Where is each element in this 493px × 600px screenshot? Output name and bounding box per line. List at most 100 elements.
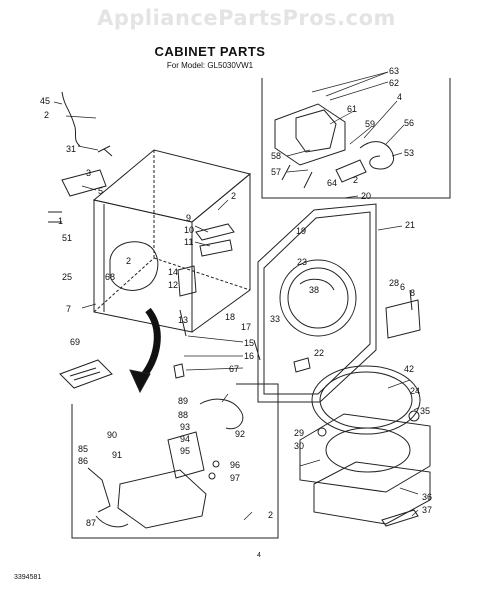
callout-21: 21 <box>405 220 415 230</box>
door-handle-37 <box>381 509 419 527</box>
callout-96: 96 <box>230 460 240 470</box>
callout-85: 85 <box>78 444 88 454</box>
callout-90: 90 <box>107 430 117 440</box>
callout-64: 64 <box>327 178 337 188</box>
front-panel <box>257 203 377 403</box>
terminal-97 <box>208 472 216 480</box>
callout-19: 19 <box>296 226 306 236</box>
callout-7: 7 <box>66 304 71 314</box>
callout-59: 59 <box>365 119 375 129</box>
callout-33: 33 <box>270 314 280 324</box>
callout-95: 95 <box>180 446 190 456</box>
heater-element <box>359 141 394 170</box>
callout-30: 30 <box>294 441 304 451</box>
callout-15: 15 <box>244 338 254 348</box>
callout-2-bottom: 2 <box>268 510 273 520</box>
callout-31: 31 <box>66 144 76 154</box>
callout-18: 18 <box>225 312 235 322</box>
callout-35: 35 <box>420 406 430 416</box>
callout-58: 58 <box>271 151 281 161</box>
screw-31 <box>97 145 113 157</box>
model-subtitle: For Model: GL5030VW1 <box>166 61 254 70</box>
callout-67: 67 <box>229 364 239 374</box>
terminal-96 <box>212 460 220 468</box>
cabinet-top-edge <box>92 149 252 223</box>
callout-20: 20 <box>361 191 371 201</box>
callout-2-box: 2 <box>231 191 236 201</box>
callout-53: 53 <box>404 148 414 158</box>
callout-93: 93 <box>180 422 190 432</box>
callout-92: 92 <box>235 429 245 439</box>
callout-62: 62 <box>389 78 399 88</box>
cabinet-front-face <box>93 199 193 333</box>
callout-29: 29 <box>294 428 304 438</box>
door-opening <box>279 259 357 337</box>
bracket-9 <box>195 223 235 241</box>
callout-1: 1 <box>58 216 63 226</box>
door-inner-panel <box>313 461 431 525</box>
callout-14: 14 <box>168 267 178 277</box>
motor-inset-border <box>71 383 279 539</box>
timer-bracket <box>274 103 346 166</box>
callout-69: 69 <box>70 337 80 347</box>
callout-42: 42 <box>404 364 414 374</box>
bracket-3 <box>61 169 107 197</box>
callout-2-mid: 2 <box>126 256 131 266</box>
belt-87 <box>95 515 129 528</box>
callout-37: 37 <box>422 505 432 515</box>
callout-61: 61 <box>347 104 357 114</box>
callout-12: 12 <box>168 280 178 290</box>
diagram-title: CABINET PARTS <box>154 44 266 59</box>
callout-17: 17 <box>241 322 251 332</box>
callout-23: 23 <box>297 257 307 267</box>
callout-68: 68 <box>105 272 115 282</box>
callout-45: 45 <box>40 96 50 106</box>
motor-switch-block <box>167 431 205 479</box>
callout-63: 63 <box>389 66 399 76</box>
stop-29 <box>317 427 327 437</box>
callout-97: 97 <box>230 473 240 483</box>
callout-16: 16 <box>244 351 254 361</box>
wire-harness-45 <box>61 91 81 147</box>
callout-94: 94 <box>180 434 190 444</box>
callout-2-left: 2 <box>44 110 49 120</box>
callout-5: 5 <box>98 186 103 196</box>
callout-11: 11 <box>184 237 193 247</box>
motor-body <box>117 469 207 529</box>
callout-6: 6 <box>400 282 405 292</box>
callout-3: 3 <box>86 168 91 178</box>
hinge-bracket-28 <box>385 299 421 339</box>
watermark: AppliancePartsPros.com <box>97 6 396 30</box>
callout-4: 4 <box>397 92 402 102</box>
callout-9: 9 <box>186 213 191 223</box>
cabinet-cutout <box>109 241 159 291</box>
document-number: 3394581 <box>14 574 42 581</box>
callout-10: 10 <box>184 225 194 235</box>
callout-87: 87 <box>86 518 96 528</box>
callout-8: 8 <box>410 288 415 298</box>
control-inset-border <box>261 78 451 199</box>
callout-36: 36 <box>422 492 432 502</box>
door-window <box>325 427 411 473</box>
callout-24: 24 <box>410 386 420 396</box>
callout-38: 38 <box>309 285 319 295</box>
callout-88: 88 <box>178 410 188 420</box>
wiring-harness-89 <box>199 398 244 430</box>
duct-arrow <box>137 307 161 383</box>
door-gasket-42 <box>311 365 421 435</box>
callout-25: 25 <box>62 272 72 282</box>
callout-86: 86 <box>78 456 88 466</box>
latch-22 <box>293 357 311 373</box>
callout-89: 89 <box>178 396 188 406</box>
door-seal-38 <box>299 278 335 291</box>
page-number: 4 <box>257 552 261 559</box>
idler-arm-86 <box>87 467 111 513</box>
callout-51: 51 <box>62 233 72 243</box>
door-switch-14 <box>177 265 197 297</box>
foot-16 <box>173 363 185 379</box>
callout-22: 22 <box>314 348 324 358</box>
callout-57: 57 <box>271 167 281 177</box>
callout-91: 91 <box>112 450 122 460</box>
hinge-pin-35 <box>408 410 420 422</box>
